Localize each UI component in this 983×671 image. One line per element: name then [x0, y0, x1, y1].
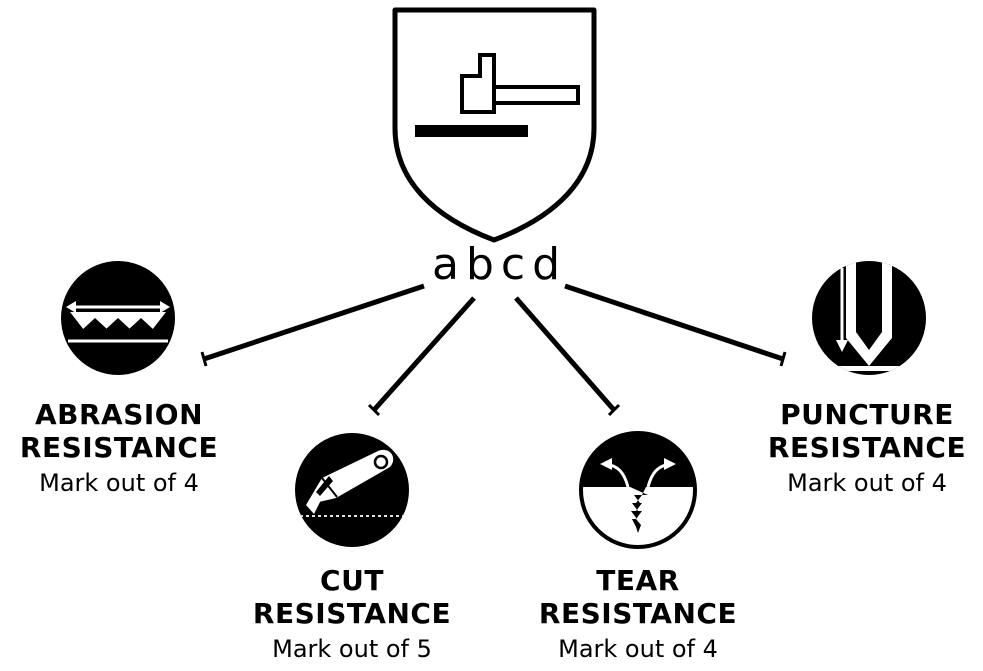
connector-puncture — [564, 283, 784, 362]
hammer-handle — [492, 85, 580, 105]
connector-cut-tbar — [367, 403, 381, 417]
connector-lines — [200, 283, 787, 417]
tear-icon — [579, 431, 697, 549]
abrasion-subtitle: RESISTANCE — [19, 431, 219, 464]
connector-tear-tbar — [607, 403, 621, 417]
puncture-subtitle: RESISTANCE — [767, 431, 967, 464]
cut-mark: Mark out of 5 — [272, 635, 432, 663]
connector-abrasion-tbar — [200, 351, 208, 367]
puncture-mark: Mark out of 4 — [787, 469, 947, 497]
abrasion-mark: Mark out of 4 — [39, 469, 199, 497]
cut-title: CUT — [320, 564, 384, 597]
cut-caption: CUT RESISTANCE Mark out of 5 — [237, 564, 467, 663]
tear-title: TEAR — [596, 564, 680, 597]
abrasion-caption: ABRASION RESISTANCE Mark out of 4 — [4, 398, 234, 497]
hammer-on-shield-icon — [392, 7, 597, 243]
cut-subtitle: RESISTANCE — [252, 597, 452, 630]
code-label: abcd — [432, 239, 568, 290]
anvil-bar — [415, 125, 528, 137]
abrasion-icon — [61, 261, 175, 375]
utility-knife-icon — [295, 433, 409, 547]
tear-mark: Mark out of 4 — [558, 635, 718, 663]
hammer-head — [460, 53, 496, 114]
connector-cut — [372, 296, 476, 412]
connector-puncture-tbar — [779, 351, 787, 367]
puncture-icon — [812, 261, 926, 375]
tear-subtitle: RESISTANCE — [538, 597, 738, 630]
connector-tear — [514, 296, 616, 412]
abrasion-title: ABRASION — [34, 398, 204, 431]
puncture-caption: PUNCTURE RESISTANCE Mark out of 4 — [752, 398, 982, 497]
puncture-title: PUNCTURE — [780, 398, 954, 431]
connector-abrasion — [203, 283, 425, 362]
tear-caption: TEAR RESISTANCE Mark out of 4 — [523, 564, 753, 663]
